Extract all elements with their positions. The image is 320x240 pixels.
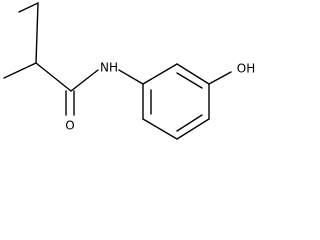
atom-label-o: O <box>65 119 74 133</box>
atom-label-nh: NH <box>100 61 118 75</box>
bond-ch-to-carbonyl-carbon <box>35 62 72 92</box>
ring-inner-double-2 <box>176 114 203 132</box>
bond-carbonyl-to-nh <box>70 69 99 92</box>
chemical-structure-diagram: NH O OH <box>3 2 256 140</box>
ring-bond-2 <box>142 118 178 140</box>
ring-bond-3 <box>176 118 210 140</box>
bond-ch-to-methyl <box>3 62 37 79</box>
ring-inner-double-3 <box>176 72 203 89</box>
ring-bond-6 <box>142 63 178 85</box>
bond-ethyl-terminal <box>18 2 39 13</box>
atom-label-oh: OH <box>237 62 255 76</box>
bond-ethyl-to-ch <box>35 2 39 64</box>
bond-ring-to-oh <box>208 71 232 85</box>
bond-nh-to-ring <box>118 69 144 85</box>
ring-bond-5 <box>176 63 210 85</box>
molecule-svg: NH O OH <box>3 2 255 140</box>
